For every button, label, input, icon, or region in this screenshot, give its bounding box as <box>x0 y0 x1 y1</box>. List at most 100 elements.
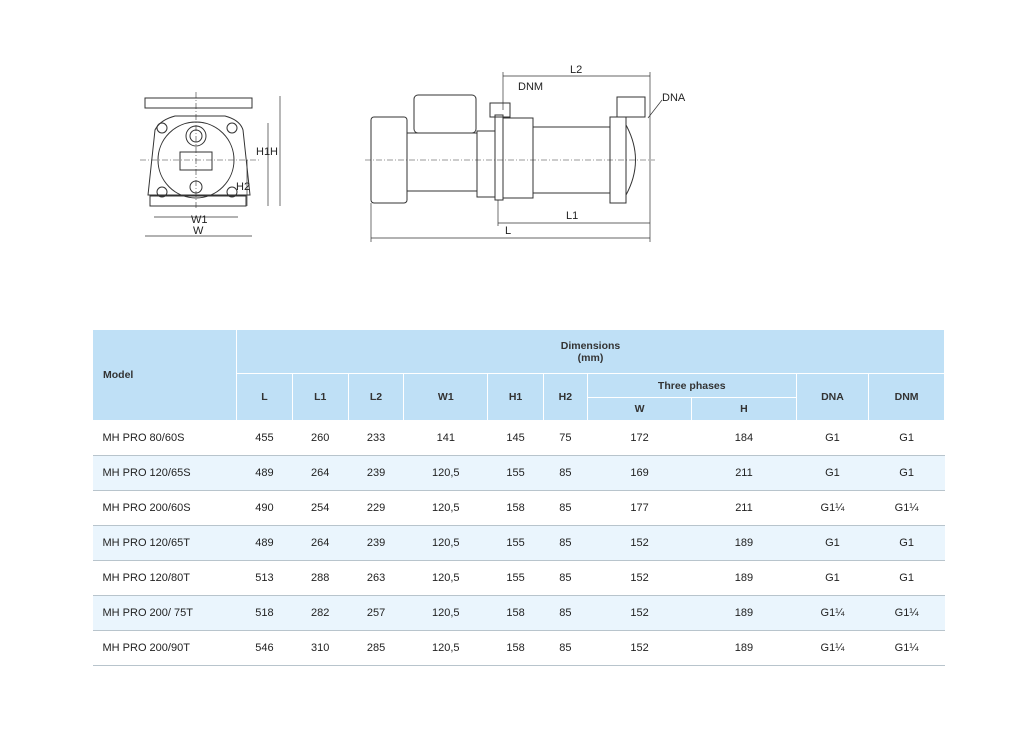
value-cell: 152 <box>587 560 692 596</box>
header-col: L2 <box>347 373 405 421</box>
value-cell: 120,5 <box>403 525 488 561</box>
value-cell: 85 <box>543 630 588 666</box>
label-h2: H2 <box>236 181 250 193</box>
value-cell: 155 <box>487 455 544 491</box>
value-cell: G1¼ <box>796 490 869 526</box>
header-col: H2 <box>542 373 588 421</box>
value-cell: 189 <box>691 595 797 631</box>
value-cell: 189 <box>691 630 797 666</box>
value-cell: 211 <box>691 455 797 491</box>
value-cell: 189 <box>691 525 797 561</box>
value-cell: 288 <box>292 560 349 596</box>
label-dna: DNA <box>662 92 686 104</box>
side-view <box>365 72 663 242</box>
header-dimensions: Dimensions (mm) <box>236 329 945 374</box>
header-dna: DNA <box>795 373 870 421</box>
value-cell: 152 <box>587 630 692 666</box>
value-cell: 455 <box>236 420 293 456</box>
model-cell: MH PRO 120/80T <box>92 560 237 596</box>
value-cell: 85 <box>543 455 588 491</box>
header-three-phases: Three phases <box>586 373 797 398</box>
value-cell: G1 <box>868 560 945 596</box>
value-cell: 233 <box>348 420 404 456</box>
value-cell: 263 <box>348 560 404 596</box>
value-cell: G1¼ <box>868 490 945 526</box>
value-cell: 229 <box>348 490 404 526</box>
value-cell: G1¼ <box>796 595 869 631</box>
value-cell: G1 <box>868 455 945 491</box>
model-cell: MH PRO 120/65S <box>92 455 237 491</box>
value-cell: G1 <box>796 560 869 596</box>
value-cell: 239 <box>348 455 404 491</box>
value-cell: 169 <box>587 455 692 491</box>
value-cell: G1¼ <box>868 595 945 631</box>
value-cell: 141 <box>403 420 488 456</box>
label-l: L <box>505 225 511 237</box>
value-cell: 239 <box>348 525 404 561</box>
value-cell: 489 <box>236 455 293 491</box>
model-cell: MH PRO 80/60S <box>92 420 237 456</box>
label-l2: L2 <box>570 64 582 76</box>
value-cell: 152 <box>587 525 692 561</box>
value-cell: 85 <box>543 560 588 596</box>
label-h1: H1 <box>256 146 270 158</box>
value-cell: 158 <box>487 595 544 631</box>
label-h: H <box>270 146 278 158</box>
value-cell: 155 <box>487 560 544 596</box>
value-cell: 85 <box>543 525 588 561</box>
value-cell: G1 <box>796 420 869 456</box>
value-cell: 158 <box>487 630 544 666</box>
value-cell: 264 <box>292 455 349 491</box>
header-col: L1 <box>291 373 349 421</box>
value-cell: 282 <box>292 595 349 631</box>
dimensions-table: Model Dimensions (mm) L L1 L2 W1 H1 H2 T… <box>92 329 945 666</box>
label-w1: W1 <box>191 214 208 226</box>
model-cell: MH PRO 120/65T <box>92 525 237 561</box>
model-cell: MH PRO 200/60S <box>92 490 237 526</box>
header-unit: (mm) <box>577 351 604 364</box>
value-cell: 264 <box>292 525 349 561</box>
header-model: Model <box>92 329 237 421</box>
value-cell: 285 <box>348 630 404 666</box>
value-cell: G1 <box>868 525 945 561</box>
value-cell: 184 <box>691 420 797 456</box>
value-cell: 518 <box>236 595 293 631</box>
value-cell: G1¼ <box>868 630 945 666</box>
value-cell: G1¼ <box>796 630 869 666</box>
label-dnm: DNM <box>518 81 543 93</box>
value-cell: 489 <box>236 525 293 561</box>
label-l1: L1 <box>566 210 578 222</box>
value-cell: 120,5 <box>403 630 488 666</box>
value-cell: 120,5 <box>403 490 488 526</box>
value-cell: 310 <box>292 630 349 666</box>
value-cell: 85 <box>543 490 588 526</box>
value-cell: 257 <box>348 595 404 631</box>
model-cell: MH PRO 200/ 75T <box>92 595 237 631</box>
value-cell: 254 <box>292 490 349 526</box>
value-cell: 120,5 <box>403 455 488 491</box>
value-cell: 177 <box>587 490 692 526</box>
value-cell: 155 <box>487 525 544 561</box>
value-cell: 152 <box>587 595 692 631</box>
value-cell: 145 <box>487 420 544 456</box>
header-tp-w: W <box>586 397 693 421</box>
header-col: L <box>236 373 293 421</box>
value-cell: 546 <box>236 630 293 666</box>
header-dnm: DNM <box>868 373 945 421</box>
value-cell: 120,5 <box>403 560 488 596</box>
value-cell: 490 <box>236 490 293 526</box>
label-w: W <box>193 225 204 237</box>
value-cell: 158 <box>487 490 544 526</box>
value-cell: G1 <box>868 420 945 456</box>
value-cell: 211 <box>691 490 797 526</box>
header-dimensions-label: Dimensions <box>560 339 621 352</box>
model-cell: MH PRO 200/90T <box>92 630 237 666</box>
value-cell: G1 <box>796 455 869 491</box>
